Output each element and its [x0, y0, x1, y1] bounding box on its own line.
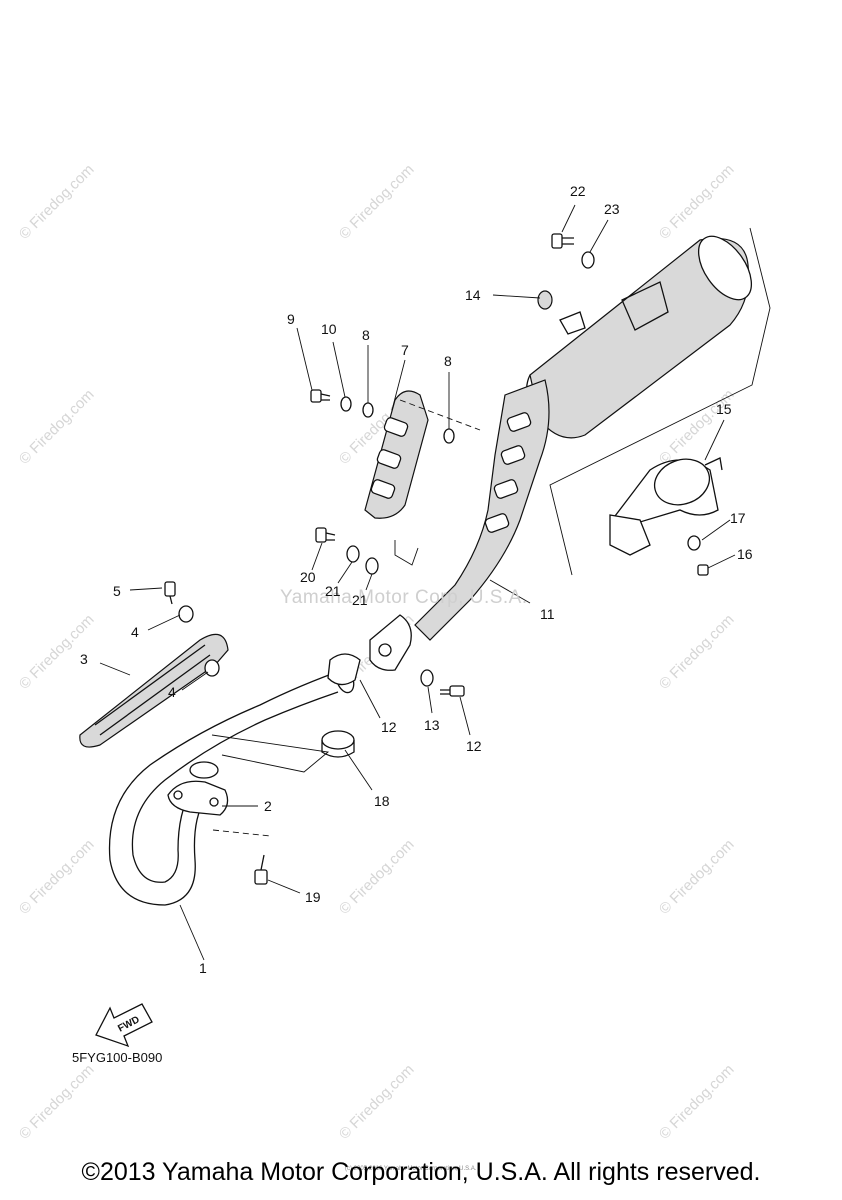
callout-15: 15 — [716, 401, 732, 417]
watermark: © Firedog.com — [336, 836, 418, 918]
watermark: © Firedog.com — [656, 836, 738, 918]
copyright-footer: ©2013 Yamaha Motor Corporation, U.S.A. A… — [81, 1158, 761, 1186]
callout-14: 14 — [465, 287, 481, 303]
watermark: © Firedog.com — [656, 1061, 738, 1143]
callout-6: 11 — [540, 606, 555, 622]
joint-clamp-11 — [327, 614, 412, 686]
fine-print: (c) 2005-2016 Yamaha Motor Corporation, … — [345, 1166, 477, 1172]
watermark: © Firedog.com — [656, 611, 738, 693]
muffler-body — [526, 235, 753, 439]
watermark: © Firedog.com — [656, 161, 738, 243]
gasket-18 — [321, 730, 355, 758]
callout-2: 2 — [264, 798, 272, 814]
callout-9: 9 — [287, 311, 295, 327]
heat-shield-7 — [364, 390, 429, 519]
heat-shield-6 — [414, 379, 550, 641]
callout-7: 7 — [401, 342, 409, 358]
callout-8: 8 — [444, 353, 452, 369]
reference-lines — [211, 227, 771, 837]
callout-19: 19 — [305, 889, 321, 905]
callout-10: 10 — [321, 321, 337, 337]
watermark: © Firedog.com — [336, 1061, 418, 1143]
callout-16: 16 — [737, 546, 753, 562]
callout-5: 5 — [113, 583, 121, 599]
callout-21: 21 — [325, 583, 341, 599]
callout-20: 20 — [300, 569, 316, 585]
front-heat-shield-3 — [79, 633, 229, 748]
center-watermark: Yamaha Motor Corp, U.S.A. — [280, 587, 528, 608]
watermark: © Firedog.com — [16, 836, 98, 918]
callout-12: 12 — [466, 738, 482, 754]
callout-22: 22 — [570, 183, 586, 199]
fwd-arrow-icon: FWD — [95, 1003, 153, 1048]
callout-18: 18 — [374, 793, 390, 809]
callout-4: 4 — [168, 684, 176, 700]
callout-1: 1 — [199, 960, 207, 976]
callout-17: 17 — [730, 510, 746, 526]
callout-23: 23 — [604, 201, 620, 217]
callout-11: 12 — [381, 719, 397, 735]
callout-13: 13 — [424, 717, 440, 733]
fasteners — [164, 233, 709, 885]
callout-3: 3 — [80, 651, 88, 667]
callout-21: 21 — [352, 592, 368, 608]
callout-4: 4 — [131, 624, 139, 640]
diagram-code: 5FYG100-B090 — [72, 1050, 162, 1065]
watermark: © Firedog.com — [16, 1061, 98, 1143]
watermark: © Firedog.com — [16, 386, 98, 468]
watermark: © Firedog.com — [16, 161, 98, 243]
leader-lines — [99, 204, 736, 961]
tail-pipe-15 — [609, 457, 723, 556]
callout-8: 8 — [362, 327, 370, 343]
exhaust-flange-2 — [167, 761, 229, 816]
watermark: © Firedog.com — [336, 161, 418, 243]
callouts: 22 23 14 9 10 8 7 8 15 17 16 20 21 21 11… — [80, 183, 753, 976]
